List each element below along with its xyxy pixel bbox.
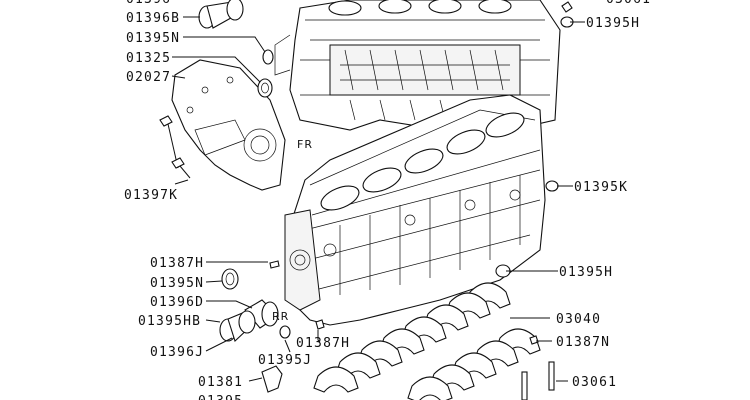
bearing-caps-03040: [313, 282, 541, 400]
seal-01395n-left: [221, 268, 239, 290]
label-bottom-partial: 01395: [198, 394, 243, 400]
pin-01387n: [529, 335, 539, 345]
label-01396j: 01396J: [150, 345, 204, 360]
plug-01395k: [545, 180, 559, 192]
lower-cylinder-block: [284, 94, 546, 326]
upper-cylinder-block: [274, 0, 561, 131]
label-01381: 01381: [198, 375, 243, 390]
label-01395j: 01395J: [258, 353, 312, 368]
pin-01387h-left: [269, 260, 280, 269]
rear-marker: RR: [272, 310, 289, 323]
pin-01387h-bottom: [315, 319, 325, 330]
plug-01395h-top: [560, 1, 574, 28]
bracket-01381: [261, 365, 283, 393]
label-01395h-right: 01395H: [559, 265, 613, 280]
bolts-03061: [521, 361, 555, 400]
label-top-right-partial: 03061: [606, 0, 651, 7]
bushing-01396j: [219, 310, 256, 342]
label-01387n: 01387N: [556, 335, 610, 350]
label-01395k: 01395K: [574, 180, 628, 195]
part-labels: 01396 03061 01396B 01395N 01325 02027 01…: [124, 0, 651, 400]
label-03061: 03061: [572, 375, 617, 390]
label-01325: 01325: [126, 51, 171, 66]
label-01395n-top: 01395N: [126, 31, 180, 46]
label-01396d: 01396D: [150, 295, 204, 310]
plug-01395j: [279, 325, 291, 339]
label-01395n-left: 01395N: [150, 276, 204, 291]
seal-01395n-top: [262, 49, 274, 65]
label-top-left-partial: 01396: [126, 0, 171, 7]
bushing-01396b: [198, 0, 244, 29]
label-01387h-left: 01387H: [150, 256, 204, 271]
label-01395h-top: 01395H: [586, 16, 640, 31]
label-01387h-bottom: 01387H: [296, 336, 350, 351]
front-plate: [171, 59, 286, 191]
label-01396b: 01396B: [126, 11, 180, 26]
label-01395hb: 01395HB: [138, 314, 201, 329]
label-01397k: 01397K: [124, 188, 178, 203]
label-03040: 03040: [556, 312, 601, 327]
front-marker: FR: [297, 138, 313, 151]
seal-01325: [257, 78, 273, 98]
leader-lines: [171, 16, 585, 382]
bolt-01397k: [159, 115, 191, 179]
label-02027: 02027: [126, 70, 171, 85]
